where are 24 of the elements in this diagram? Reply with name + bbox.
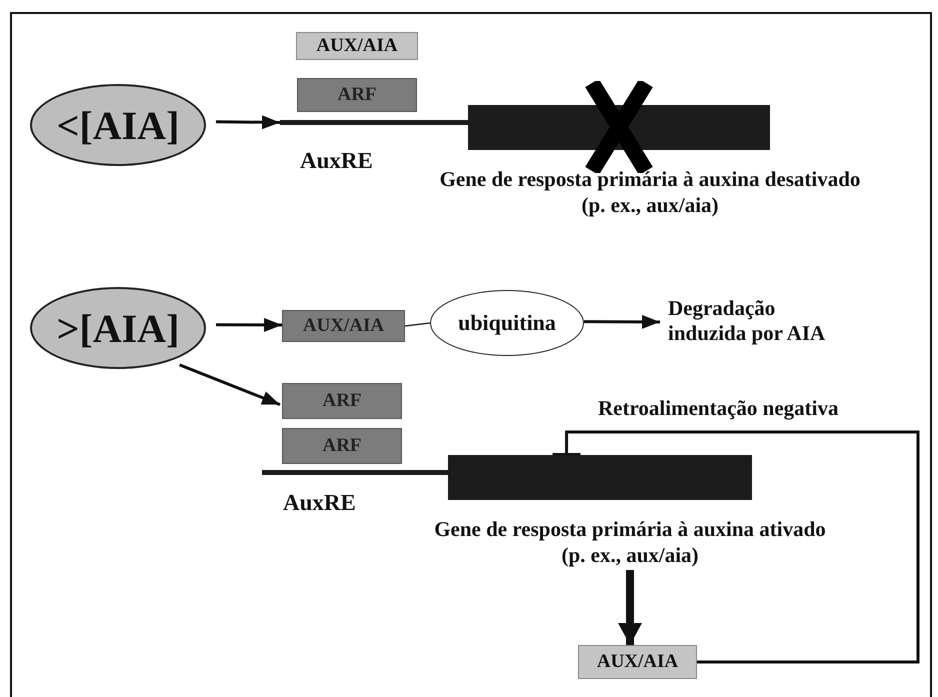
- inhibition-line: [552, 430, 920, 664]
- gene-caption: (p. ex., aux/aia): [580, 192, 720, 218]
- protein-box: AUX/AIA: [282, 310, 405, 342]
- protein-box: ARF: [282, 383, 402, 419]
- protein-box: AUX/AIA: [578, 645, 697, 679]
- arrow: [618, 570, 642, 645]
- gene-caption: (p. ex., aux/aia): [560, 542, 700, 568]
- connector-line: [404, 322, 430, 327]
- arrow: [216, 318, 282, 332]
- arrow: [179, 364, 281, 406]
- oval-label: <[AIA]: [30, 84, 206, 166]
- oval-label: ubiquitina: [430, 290, 584, 356]
- arrow: [216, 115, 280, 130]
- arrow: [584, 314, 660, 329]
- protein-box: ARF: [297, 78, 417, 112]
- edge-label: Retroalimentação negativa: [598, 396, 838, 421]
- oval-label: >[AIA]: [30, 287, 206, 369]
- region-label: AuxRE: [300, 148, 373, 173]
- gene-caption: Gene de resposta primária à auxina ativado: [433, 516, 827, 542]
- gene-caption: Gene de resposta primária à auxina desativado: [438, 166, 862, 192]
- region-label: AuxRE: [283, 490, 356, 515]
- outcome-text: Degradação induzida por AIA: [668, 296, 858, 348]
- protein-box: ARF: [282, 428, 402, 464]
- protein-box: AUX/AIA: [296, 32, 418, 60]
